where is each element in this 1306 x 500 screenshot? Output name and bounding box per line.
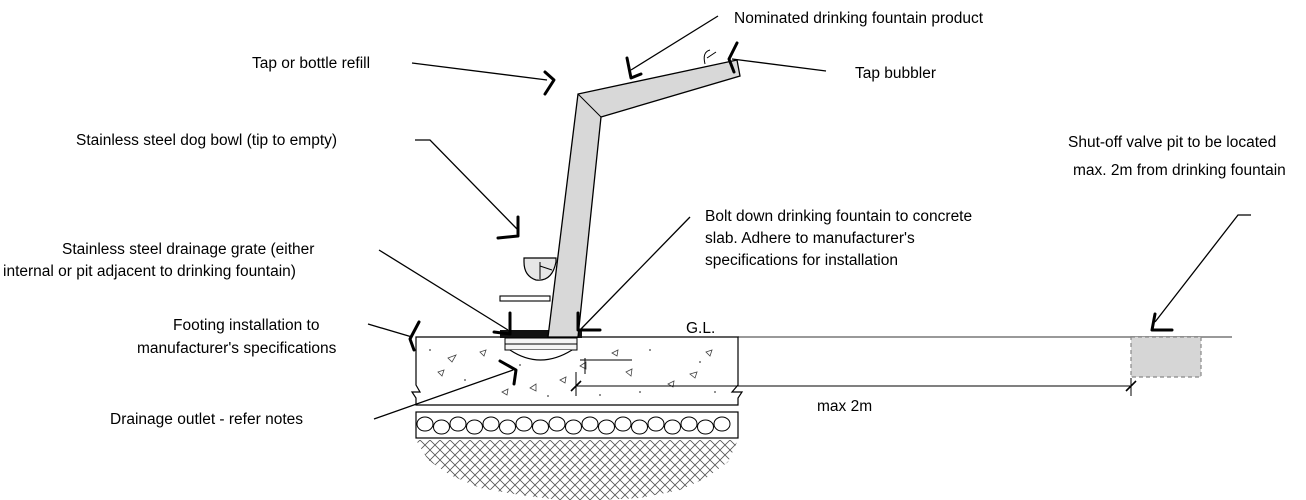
shut-off-valve-pit [1130, 336, 1202, 378]
gravel-stone [664, 419, 681, 435]
label-drain-outlet: Drainage outlet - refer notes [110, 411, 303, 428]
gravel-stone [482, 416, 500, 432]
gravel-stone [647, 416, 665, 432]
drainage-pit [500, 330, 632, 374]
label-nominated-product: Nominated drinking fountain product [734, 10, 984, 27]
gravel-stones [416, 416, 731, 435]
gravel-stone [433, 419, 450, 435]
label-bolt-down-line2: slab. Adhere to manufacturer's [705, 230, 915, 247]
label-bolt-down-line3: specifications for installation [705, 252, 898, 269]
gravel-stone [548, 416, 566, 432]
drinking-fountain [499, 49, 741, 338]
label-tap-refill: Tap or bottle refill [252, 55, 370, 72]
concrete-slab [410, 336, 744, 406]
label-valve-pit-line1: Shut-off valve pit to be located [1068, 134, 1276, 151]
gravel-stone [697, 419, 714, 435]
gravel-stone [449, 416, 467, 432]
gravel-stone [565, 419, 582, 435]
gravel-stone [466, 419, 483, 435]
gravel-stone [581, 416, 599, 432]
label-footing-line2: manufacturer's specifications [137, 340, 337, 357]
gravel-stone [598, 419, 615, 435]
label-bolt-down-line1: Bolt down drinking fountain to concrete [705, 208, 972, 225]
gravel-stone [416, 416, 434, 432]
tap-bubbler-icon [703, 49, 717, 65]
label-grate-line1: Stainless steel drainage grate (either [62, 241, 314, 258]
compacted-subgrade [416, 440, 738, 500]
label-ground-level: G.L. [686, 320, 715, 337]
bottle-refill-shelf [499, 295, 551, 302]
label-dimension: max 2m [817, 398, 872, 415]
gravel-stone [631, 419, 648, 435]
label-footing-line1: Footing installation to [173, 317, 319, 334]
gravel-stone [515, 416, 533, 432]
gravel-stone [499, 419, 516, 435]
dimension-line [570, 372, 1137, 396]
leader-lines [367, 15, 1251, 420]
label-dog-bowl: Stainless steel dog bowl (tip to empty) [76, 132, 337, 149]
gravel-stone [614, 416, 632, 432]
label-grate-line2: internal or pit adjacent to drinking fou… [3, 263, 296, 280]
label-tap-bubbler: Tap bubbler [855, 65, 936, 82]
gravel-stone [532, 419, 549, 435]
gravel-stone [680, 416, 698, 432]
label-valve-pit-line2: max. 2m from drinking fountain [1073, 162, 1286, 179]
gravel-stone [713, 416, 731, 432]
concrete-aggregate [429, 349, 716, 397]
gravel-layer [415, 411, 739, 439]
